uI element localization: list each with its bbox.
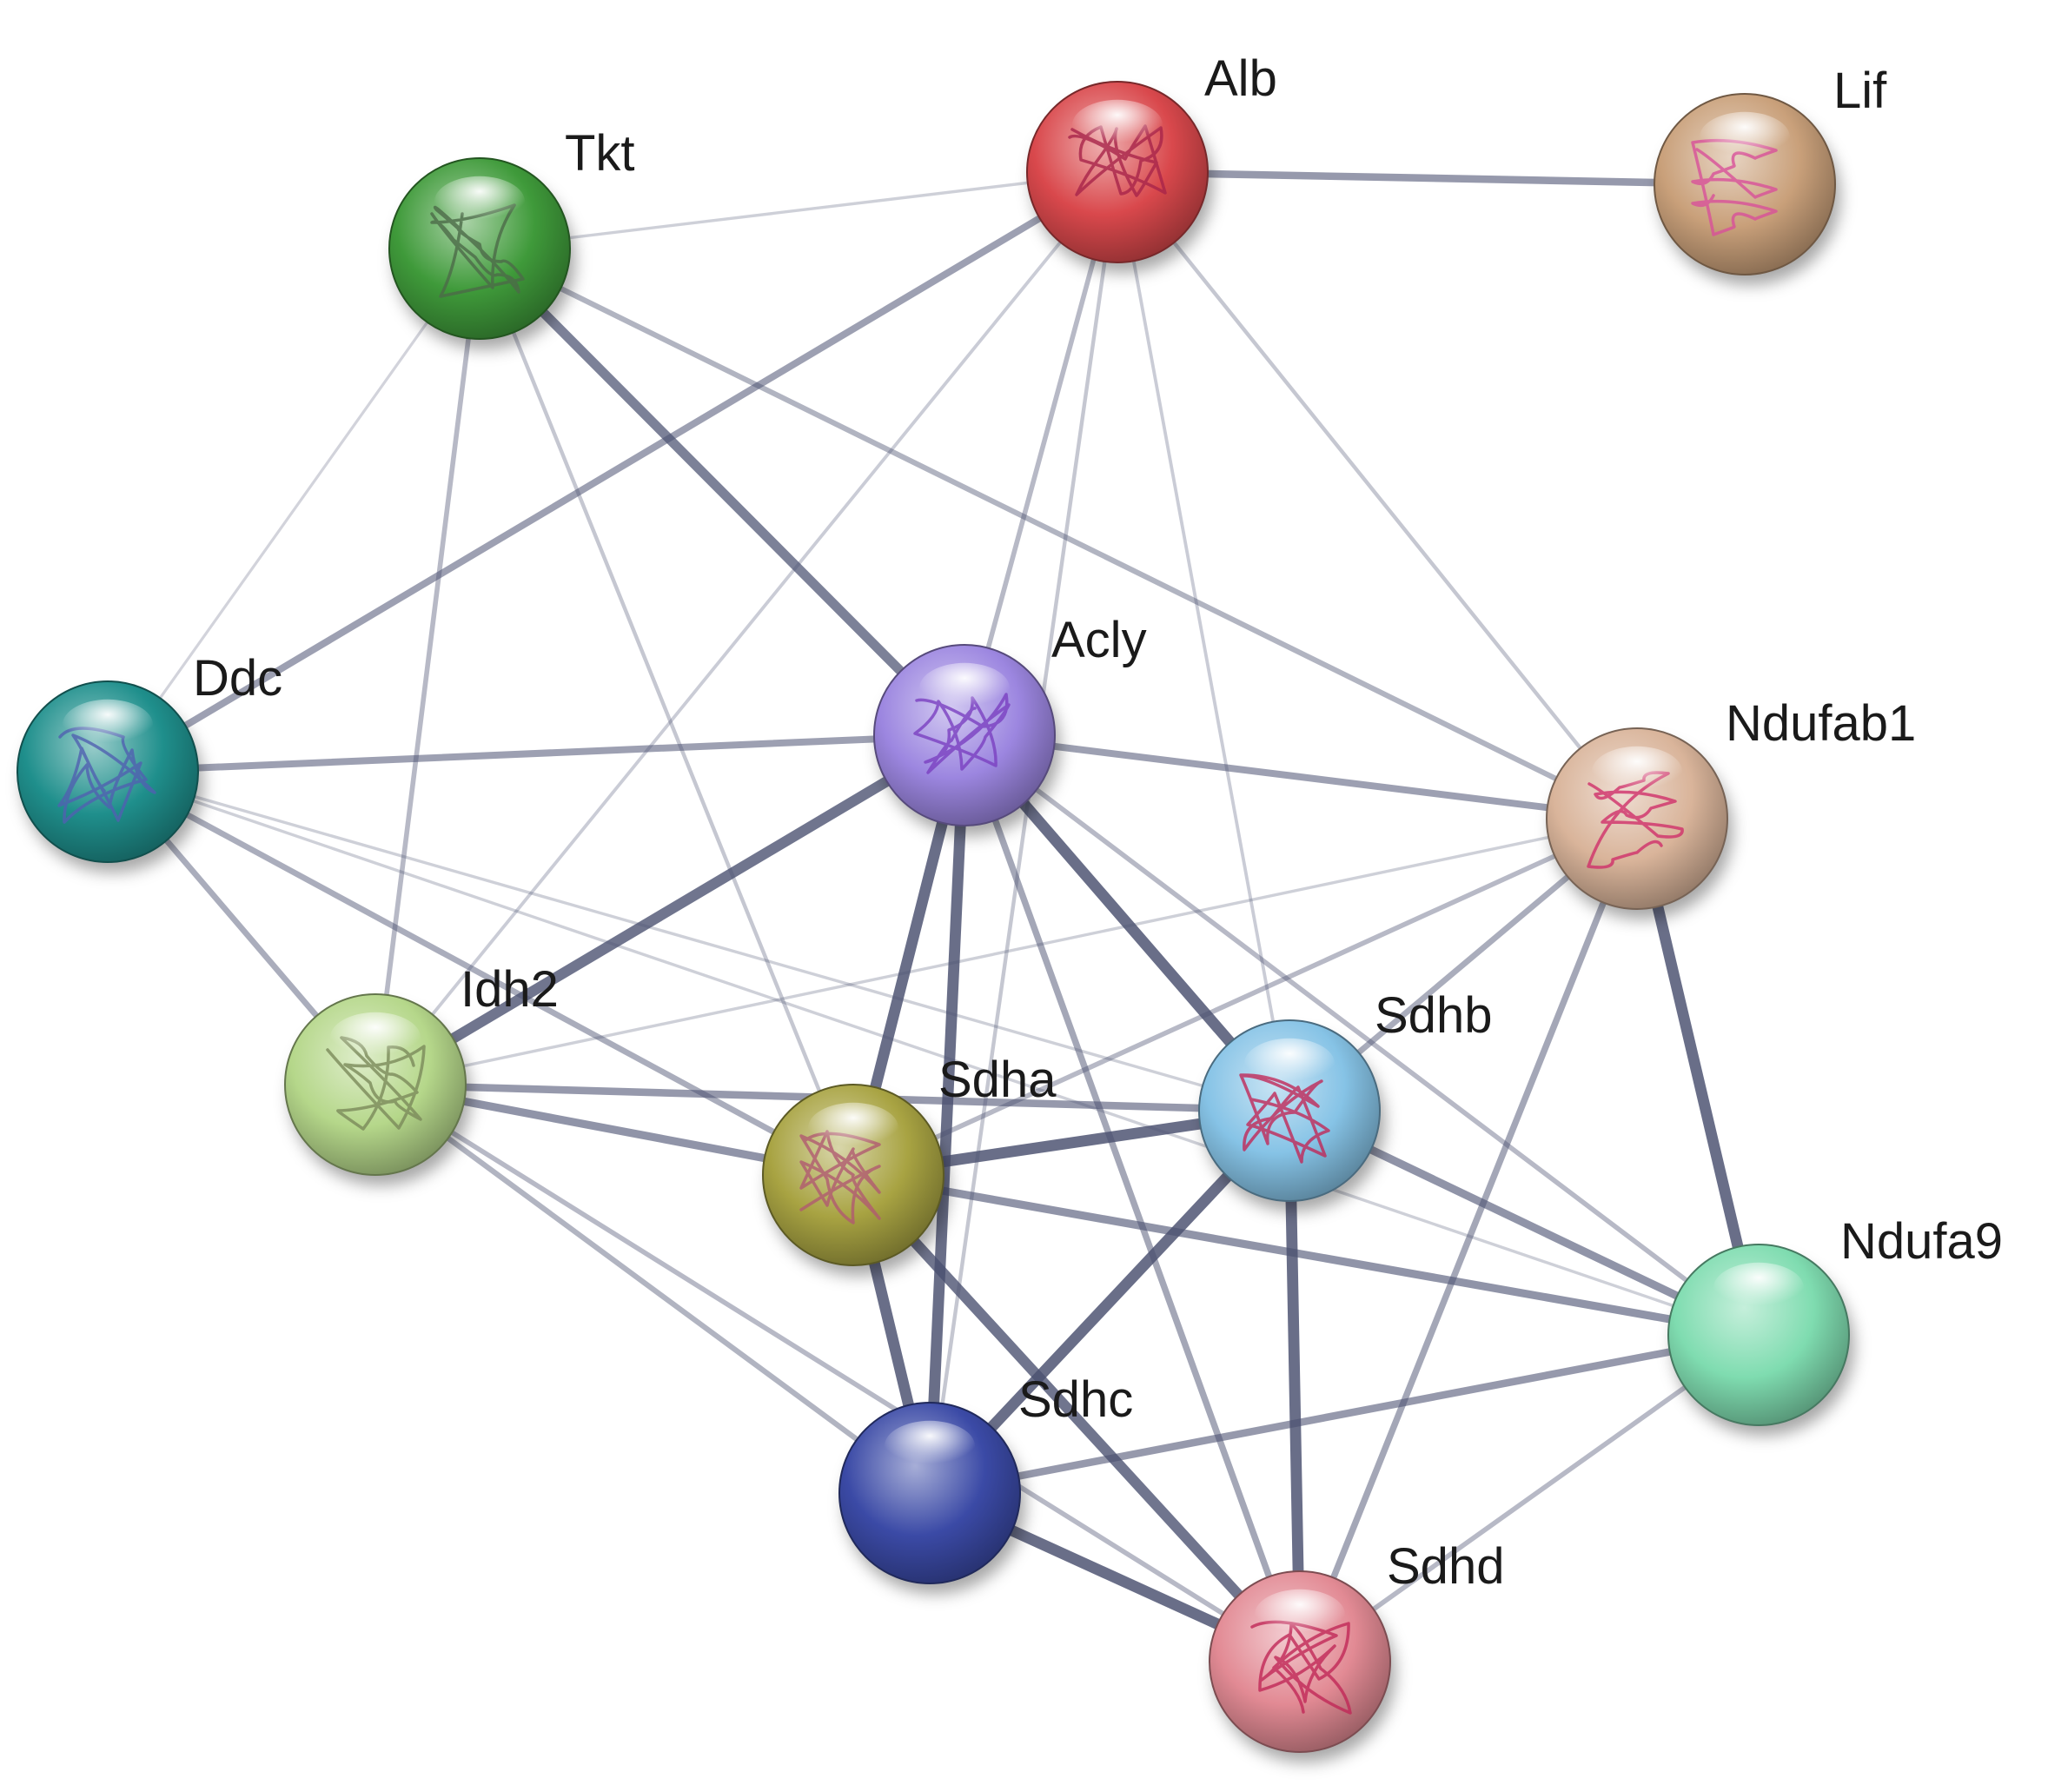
edge-acly-sdhc <box>924 729 971 1499</box>
node-sphere[interactable] <box>284 993 467 1176</box>
edge-alb-idh2 <box>374 170 1119 1086</box>
node-alb[interactable] <box>1026 81 1213 273</box>
edge-ddc-sdhb <box>106 770 1291 1112</box>
node-idh2[interactable] <box>284 993 471 1185</box>
node-lif[interactable] <box>1654 93 1840 285</box>
protein-structure-icon <box>1250 1620 1352 1715</box>
edge-ndufab1-sdhd <box>1296 815 1640 1665</box>
edge-alb-ndufab1 <box>1115 169 1640 821</box>
node-label-sdhd: Sdhd <box>1387 1538 1504 1595</box>
protein-structure-icon <box>913 693 1011 774</box>
nodes-layer <box>17 81 1854 1762</box>
node-ddc[interactable] <box>17 680 203 873</box>
node-label-tkt: Tkt <box>565 125 635 182</box>
edge-acly-idh2 <box>369 729 971 1091</box>
node-sdhb[interactable] <box>1198 1019 1385 1211</box>
edge-acly-ndufab1 <box>961 732 1640 822</box>
node-label-acly: Acly <box>1051 612 1147 668</box>
node-sdha[interactable] <box>762 1084 949 1276</box>
node-ndufa9[interactable] <box>1667 1244 1854 1436</box>
edge-ndufab1-idh2 <box>374 817 1639 1086</box>
edge-acly-sdhd <box>961 732 1303 1665</box>
protein-structure-icon <box>1587 771 1684 869</box>
node-label-ddc: Ddc <box>193 650 282 707</box>
protein-structure-icon <box>326 1036 426 1131</box>
node-sdhc[interactable] <box>838 1402 1025 1594</box>
node-gloss <box>330 1012 421 1064</box>
protein-structure-icon <box>57 727 156 824</box>
node-label-sdhb: Sdhb <box>1375 987 1492 1044</box>
edge-ddc-ndufa9 <box>106 770 1760 1337</box>
node-gloss <box>1244 1038 1335 1090</box>
node-acly[interactable] <box>873 644 1060 836</box>
node-sphere[interactable] <box>1209 1570 1391 1753</box>
node-label-ndufa9: Ndufa9 <box>1840 1213 2003 1270</box>
node-sphere[interactable] <box>873 644 1056 826</box>
node-sphere[interactable] <box>838 1402 1021 1584</box>
edge-tkt-sdha <box>477 246 856 1178</box>
node-gloss <box>919 662 1010 714</box>
node-label-sdha: Sdha <box>938 1052 1057 1108</box>
node-label-ndufab1: Ndufab1 <box>1726 695 1916 752</box>
node-gloss <box>808 1102 898 1154</box>
node-label-alb: Alb <box>1204 50 1277 107</box>
node-gloss <box>63 699 153 751</box>
node-gloss <box>1700 111 1790 163</box>
edge-tkt-acly <box>474 243 970 740</box>
edge-alb-tkt <box>478 170 1119 250</box>
node-label-idh2: Idh2 <box>461 961 559 1018</box>
node-ndufab1[interactable] <box>1546 727 1733 919</box>
edge-tkt-ndufab1 <box>476 245 1640 822</box>
edge-idh2-sdhc <box>372 1081 933 1497</box>
node-gloss <box>1592 746 1682 798</box>
node-gloss <box>1072 99 1163 151</box>
edge-idh2-sdhd <box>373 1082 1302 1664</box>
edge-sdhc-ndufa9 <box>925 1331 1763 1497</box>
node-label-lif: Lif <box>1833 63 1887 119</box>
edge-tkt-ddc <box>106 247 481 773</box>
node-gloss <box>1255 1589 1345 1641</box>
node-tkt[interactable] <box>388 157 575 349</box>
protein-structure-icon <box>1068 124 1167 197</box>
node-sdhd[interactable] <box>1209 1570 1395 1762</box>
node-sphere[interactable] <box>17 680 199 863</box>
edge-ddc-acly <box>104 732 968 775</box>
edge-sdha-ndufa9 <box>849 1171 1763 1339</box>
edge-ndufab1-sdha <box>851 816 1640 1178</box>
node-gloss <box>885 1420 975 1472</box>
edge-ddc-sdha <box>104 768 857 1178</box>
edge-alb-lif <box>1113 168 1749 189</box>
edge-alb-ddc <box>104 169 1121 775</box>
protein-structure-icon <box>1239 1073 1330 1164</box>
edge-sdha-sdhd <box>847 1169 1306 1668</box>
node-gloss <box>1713 1262 1804 1314</box>
edge-acly-ndufa9 <box>962 733 1761 1337</box>
node-gloss <box>434 176 525 228</box>
edge-alb-sdhb <box>1116 170 1291 1112</box>
node-sphere[interactable] <box>1667 1244 1850 1426</box>
edge-sdhd-ndufa9 <box>1297 1332 1761 1664</box>
node-label-sdhc: Sdhc <box>1018 1371 1133 1428</box>
protein-structure-icon <box>799 1130 881 1225</box>
edge-tkt-idh2 <box>373 246 482 1087</box>
node-sphere[interactable] <box>1654 93 1836 275</box>
edge-alb-sdhc <box>927 169 1120 1496</box>
